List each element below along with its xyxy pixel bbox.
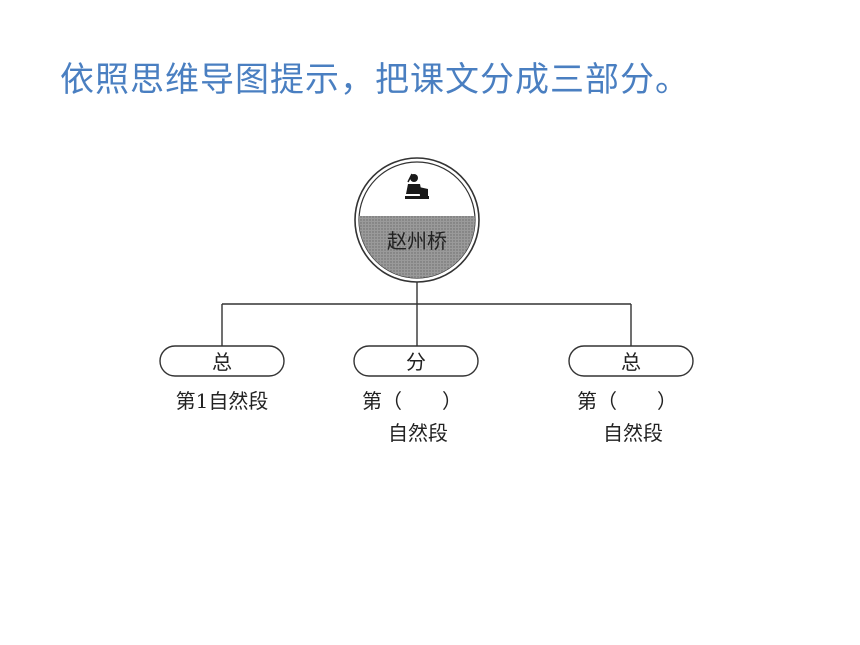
branch-pill-2 — [353, 345, 479, 377]
branch-range-text-2: 第（ ） — [362, 389, 462, 413]
branch-unit-text-2: 自然段 — [388, 421, 448, 445]
connector-lines — [221, 278, 632, 346]
figure-icon — [405, 173, 429, 199]
branch-node-2: 分 第（ ） 自然段 — [353, 345, 479, 445]
root-node: 赵州桥 — [354, 157, 480, 283]
page-title: 依照思维导图提示，把课文分成三部分。 — [60, 60, 690, 100]
branch-pill-1 — [159, 345, 285, 377]
branch-label-1: 总 — [212, 350, 232, 374]
root-label: 赵州桥 — [387, 229, 447, 253]
branch-pill-3 — [568, 345, 694, 377]
branch-unit-text-3: 自然段 — [603, 421, 663, 445]
branch-range-text-1: 第1自然段 — [176, 389, 269, 413]
branch-label-3: 总 — [621, 350, 641, 374]
branch-label-2: 分 — [406, 350, 426, 374]
branch-range-text-3: 第（ ） — [577, 389, 677, 413]
branch-node-3: 总 第（ ） 自然段 — [568, 345, 694, 445]
branch-node-1: 总 第1自然段 — [159, 345, 285, 413]
